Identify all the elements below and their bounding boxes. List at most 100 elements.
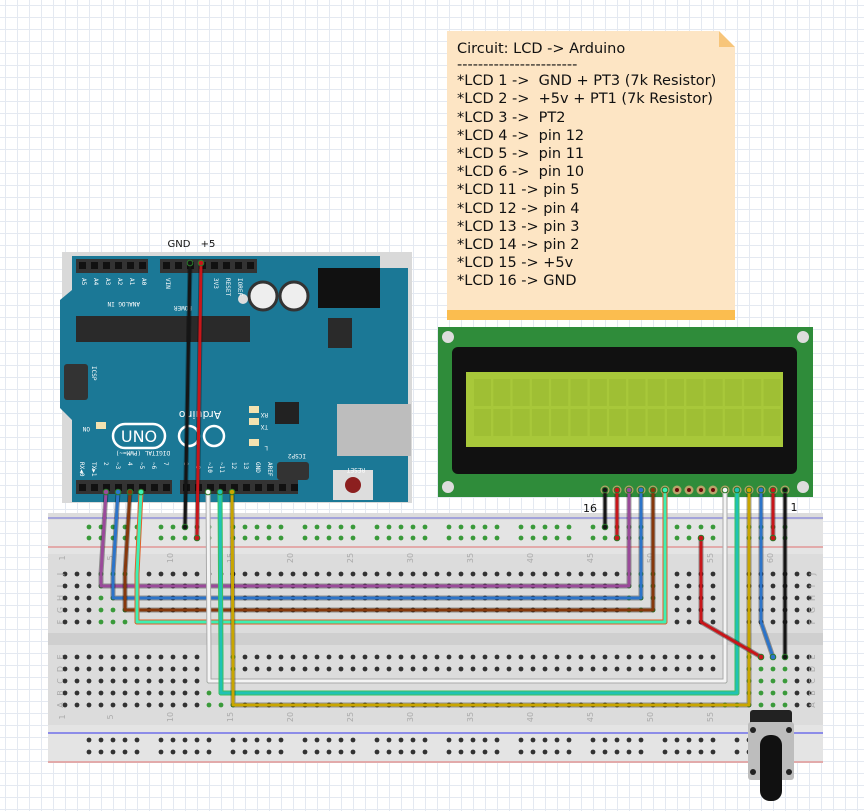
rail-hole[interactable] — [338, 749, 344, 755]
rail-hole[interactable] — [134, 749, 140, 755]
breadboard-hole[interactable] — [578, 666, 584, 672]
wire-end[interactable] — [613, 534, 621, 542]
breadboard-hole[interactable] — [74, 678, 80, 684]
rail-hole[interactable] — [446, 749, 452, 755]
jumper-wire[interactable] — [769, 486, 777, 542]
rail-hole[interactable] — [470, 737, 476, 743]
breadboard-hole[interactable] — [182, 571, 188, 577]
rail-hole[interactable] — [590, 524, 596, 530]
rail-hole[interactable] — [266, 535, 272, 541]
breadboard-hole[interactable] — [86, 595, 92, 601]
breadboard-hole[interactable] — [614, 654, 620, 660]
breadboard-hole[interactable] — [518, 666, 524, 672]
breadboard-hole[interactable] — [134, 666, 140, 672]
rail-hole[interactable] — [410, 535, 416, 541]
rail-hole[interactable] — [662, 737, 668, 743]
rail-hole[interactable] — [710, 737, 716, 743]
rail-hole[interactable] — [422, 749, 428, 755]
rail-hole[interactable] — [662, 749, 668, 755]
rail-hole[interactable] — [254, 524, 260, 530]
rail-hole[interactable] — [674, 535, 680, 541]
breadboard-hole[interactable] — [506, 654, 512, 660]
rail-hole[interactable] — [398, 535, 404, 541]
breadboard-hole[interactable] — [674, 666, 680, 672]
rail-hole[interactable] — [446, 524, 452, 530]
header-pin[interactable] — [79, 484, 86, 491]
breadboard-hole[interactable] — [86, 619, 92, 625]
breadboard-hole[interactable] — [626, 654, 632, 660]
breadboard-hole[interactable] — [74, 595, 80, 601]
breadboard-hole[interactable] — [410, 654, 416, 660]
jumper-wire[interactable] — [98, 486, 633, 589]
jumper-wire[interactable] — [613, 486, 621, 542]
header-pin[interactable] — [103, 484, 110, 491]
rail-hole[interactable] — [686, 535, 692, 541]
breadboard-hole[interactable] — [122, 702, 128, 708]
breadboard-hole[interactable] — [134, 690, 140, 696]
rail-hole[interactable] — [338, 535, 344, 541]
breadboard-hole[interactable] — [86, 678, 92, 684]
breadboard-hole[interactable] — [62, 678, 68, 684]
breadboard-hole[interactable] — [590, 654, 596, 660]
rail-hole[interactable] — [230, 737, 236, 743]
wire-end[interactable] — [625, 486, 633, 494]
breadboard-hole[interactable] — [386, 666, 392, 672]
rail-hole[interactable] — [374, 737, 380, 743]
rail-hole[interactable] — [302, 535, 308, 541]
breadboard-hole[interactable] — [806, 702, 812, 708]
header-pin[interactable] — [139, 484, 146, 491]
rail-hole[interactable] — [242, 749, 248, 755]
breadboard-hole[interactable] — [110, 678, 116, 684]
wire-end[interactable] — [197, 259, 205, 267]
breadboard-hole[interactable] — [554, 666, 560, 672]
rail-hole[interactable] — [266, 749, 272, 755]
rail-hole[interactable] — [446, 535, 452, 541]
rail-hole[interactable] — [254, 737, 260, 743]
breadboard-hole[interactable] — [794, 571, 800, 577]
rail-hole[interactable] — [458, 737, 464, 743]
breadboard-hole[interactable] — [62, 583, 68, 589]
breadboard-hole[interactable] — [674, 595, 680, 601]
breadboard-hole[interactable] — [86, 607, 92, 613]
header-pin[interactable] — [103, 262, 110, 269]
wire-end[interactable] — [228, 488, 236, 496]
breadboard-hole[interactable] — [410, 666, 416, 672]
header-pin[interactable] — [255, 484, 262, 491]
rail-hole[interactable] — [266, 524, 272, 530]
breadboard-hole[interactable] — [710, 666, 716, 672]
rail-hole[interactable] — [170, 749, 176, 755]
potentiometer-knob[interactable] — [760, 735, 782, 801]
rail-hole[interactable] — [338, 737, 344, 743]
breadboard-hole[interactable] — [122, 654, 128, 660]
breadboard-hole[interactable] — [794, 654, 800, 660]
rail-hole[interactable] — [422, 737, 428, 743]
breadboard-hole[interactable] — [314, 666, 320, 672]
rail-hole[interactable] — [326, 737, 332, 743]
header-pin[interactable] — [163, 262, 170, 269]
breadboard-hole[interactable] — [350, 654, 356, 660]
breadboard-hole[interactable] — [806, 654, 812, 660]
wire-end[interactable] — [114, 488, 122, 496]
breadboard-hole[interactable] — [242, 571, 248, 577]
breadboard-hole[interactable] — [110, 654, 116, 660]
rail-hole[interactable] — [326, 535, 332, 541]
jumper-wire[interactable] — [697, 534, 765, 661]
jumper-wire[interactable] — [193, 259, 205, 542]
breadboard-hole[interactable] — [638, 654, 644, 660]
jumper-wire[interactable] — [757, 486, 777, 661]
wire-end[interactable] — [186, 259, 194, 267]
breadboard-hole[interactable] — [566, 666, 572, 672]
breadboard-hole[interactable] — [254, 654, 260, 660]
rail-hole[interactable] — [110, 524, 116, 530]
rail-hole[interactable] — [446, 737, 452, 743]
rail-hole[interactable] — [98, 749, 104, 755]
breadboard-hole[interactable] — [434, 571, 440, 577]
wire-end[interactable] — [781, 486, 789, 494]
rail-hole[interactable] — [278, 535, 284, 541]
breadboard-hole[interactable] — [794, 678, 800, 684]
wire-end[interactable] — [649, 486, 657, 494]
breadboard-hole[interactable] — [674, 654, 680, 660]
rail-hole[interactable] — [206, 749, 212, 755]
breadboard-hole[interactable] — [542, 654, 548, 660]
breadboard-hole[interactable] — [698, 654, 704, 660]
